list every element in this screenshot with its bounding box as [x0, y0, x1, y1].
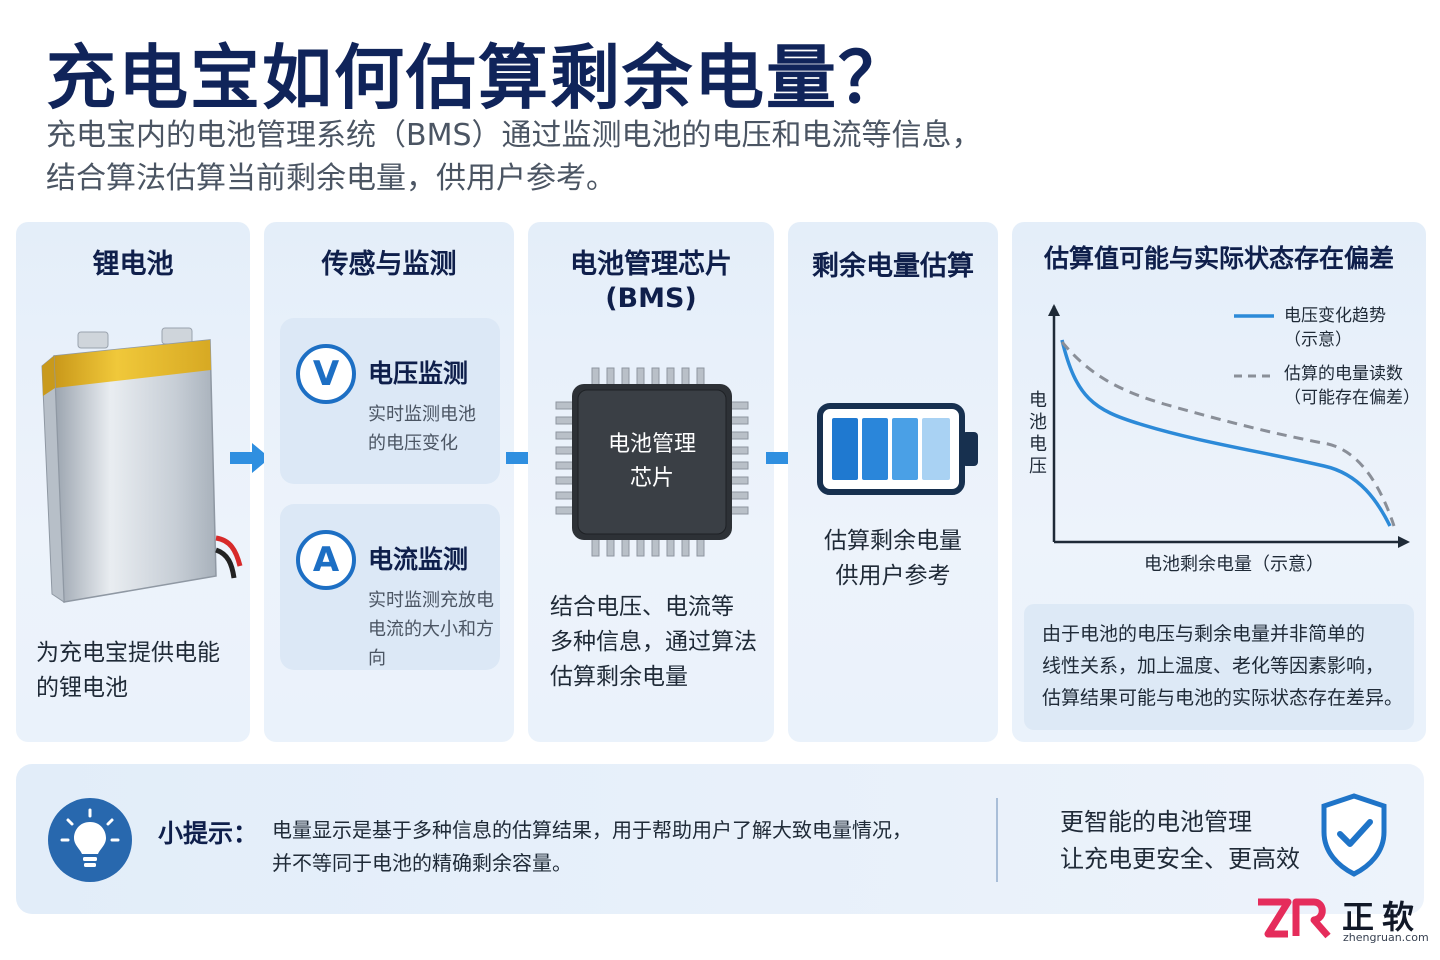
- chip-icon: [555, 367, 749, 557]
- chip-label-line-2: 芯片: [629, 466, 674, 491]
- note-line-3: 估算结果可能与电池的实际状态存在差异。: [1042, 687, 1404, 709]
- chip-label: 电池管理 芯片: [580, 428, 724, 496]
- logo-domain: zhengruan.com: [1343, 931, 1429, 944]
- legend-voltage-line-1: 电压变化趋势: [1284, 306, 1386, 326]
- current-icon: A: [296, 530, 356, 590]
- voltage-icon: V: [296, 344, 356, 404]
- subtitle-line-1: 充电宝内的电池管理系统（BMS）通过监测电池的电压和电流等信息，: [46, 118, 982, 153]
- smart-line-1: 更智能的电池管理: [1060, 808, 1252, 836]
- bms-title-line-2: (BMS): [605, 283, 697, 314]
- bms-desc-line-3: 估算剩余电量: [550, 664, 688, 690]
- tip-text-line-1: 电量显示是基于多种信息的估算结果，用于帮助用户了解大致电量情况，: [272, 818, 912, 842]
- page-title: 充电宝如何估算剩余电量？: [46, 37, 910, 119]
- legend-voltage-line-2: （示意）: [1284, 330, 1352, 350]
- panel-estimate-desc: 估算剩余电量 供用户参考: [788, 524, 998, 594]
- panel-bms-title: 电池管理芯片 (BMS): [528, 248, 774, 316]
- voltage-curve-diagram: [1048, 304, 1410, 548]
- zr-logo-icon: [1258, 898, 1331, 939]
- battery-desc-line-2: 的锂电池: [36, 675, 128, 701]
- panel-bms: 电池管理芯片 (BMS) 电池管理 芯片 结合电压、电流等 多种信息，通过算法 …: [528, 222, 774, 742]
- bms-desc-line-2: 多种信息，通过算法: [550, 629, 757, 655]
- smart-management-text: 更智能的电池管理 让充电更安全、更高效: [1060, 804, 1300, 878]
- note-line-1: 由于电池的电压与剩余电量并非简单的: [1042, 623, 1366, 645]
- legend-voltage-trend: 电压变化趋势 （示意）: [1284, 304, 1386, 352]
- y-label-char: 电: [1029, 434, 1047, 455]
- voltage-text-line-1: 实时监测电池: [368, 404, 476, 425]
- battery-desc-line-1: 为充电宝提供电能: [36, 640, 220, 666]
- x-axis-label: 电池剩余电量（示意）: [1144, 554, 1324, 575]
- current-text-line-2: 电流的大小和方向: [368, 619, 494, 669]
- estimate-desc-line-2: 供用户参考: [835, 563, 951, 589]
- panel-estimate-title: 剩余电量估算: [812, 251, 974, 282]
- panel-bms-desc: 结合电压、电流等 多种信息，通过算法 估算剩余电量: [550, 590, 757, 695]
- current-card-title: 电流监测: [368, 545, 469, 574]
- lithium-battery-icon: [41, 327, 243, 603]
- y-label-char: 电: [1029, 390, 1047, 411]
- bms-title-line-1: 电池管理芯片: [570, 249, 732, 280]
- legend-estimate-line-2: （可能存在偏差）: [1284, 388, 1420, 408]
- lightbulb-icon: [48, 798, 132, 882]
- bms-desc-line-1: 结合电压、电流等: [550, 594, 734, 620]
- shield-check-icon: [1321, 793, 1387, 877]
- tip-text-line-2: 并不等同于电池的精确剩余容量。: [272, 851, 572, 875]
- note-line-2: 线性关系，加上温度、老化等因素影响，: [1042, 655, 1385, 677]
- page-subtitle: 充电宝内的电池管理系统（BMS）通过监测电池的电压和电流等信息， 结合算法估算当…: [46, 114, 1146, 200]
- y-axis-label: 电 池 电 压: [1026, 390, 1050, 478]
- voltage-monitor-card: V 电压监测 实时监测电池 的电压变化: [280, 318, 500, 484]
- panel-battery-desc: 为充电宝提供电能 的锂电池: [36, 636, 220, 706]
- panel-sensing-title: 传感与监测: [321, 249, 457, 280]
- legend-estimate-reading: 估算的电量读数 （可能存在偏差）: [1284, 362, 1420, 410]
- battery-level-icon: [817, 403, 978, 495]
- tip-label: 小提示：: [158, 819, 259, 848]
- chip-label-line-1: 电池管理: [607, 432, 696, 457]
- current-text-line-1: 实时监测充放电: [368, 590, 494, 611]
- panel-battery-title: 锂电池: [92, 249, 174, 280]
- legend-estimate-line-1: 估算的电量读数: [1284, 364, 1403, 384]
- voltage-card-title: 电压监测: [368, 359, 469, 388]
- tip-text: 电量显示是基于多种信息的估算结果，用于帮助用户了解大致电量情况， 并不等同于电池…: [272, 814, 992, 880]
- y-label-char: 池: [1029, 412, 1047, 433]
- subtitle-line-2: 结合算法估算当前剩余电量，供用户参考。: [46, 161, 616, 196]
- arrow-right-icon: [230, 443, 270, 473]
- deviation-note: 由于电池的电压与剩余电量并非简单的 线性关系，加上温度、老化等因素影响， 估算结…: [1024, 604, 1414, 730]
- panel-battery: 锂电池 为充电宝提供电能 的锂电池: [16, 222, 250, 742]
- panel-sensing: 传感与监测 V 电压监测 实时监测电池 的电压变化 A 电流监测 实时监测充放电…: [264, 222, 514, 742]
- voltage-card-text: 实时监测电池 的电压变化: [368, 400, 500, 458]
- smart-line-2: 让充电更安全、更高效: [1060, 845, 1300, 873]
- panel-deviation-title: 估算值可能与实际状态存在偏差: [1043, 244, 1394, 273]
- voltage-text-line-2: 的电压变化: [368, 433, 458, 454]
- current-card-text: 实时监测充放电 电流的大小和方向: [368, 586, 500, 673]
- logo-name: 正软: [1342, 898, 1423, 936]
- estimate-desc-line-1: 估算剩余电量: [824, 528, 962, 554]
- tip-bar: 小提示： 电量显示是基于多种信息的估算结果，用于帮助用户了解大致电量情况， 并不…: [16, 764, 1424, 914]
- voltage-trend-line: [1060, 339, 1392, 527]
- y-label-char: 压: [1029, 456, 1047, 477]
- tip-divider: [996, 798, 998, 882]
- panel-estimate: 剩余电量估算 估算剩余电量 供用户参考: [788, 222, 998, 742]
- current-monitor-card: A 电流监测 实时监测充放电 电流的大小和方向: [280, 504, 500, 670]
- panel-deviation: 估算值可能与实际状态存在偏差 电压变化趋势 （示意） 估算的电量读数 （可能存在…: [1012, 222, 1426, 742]
